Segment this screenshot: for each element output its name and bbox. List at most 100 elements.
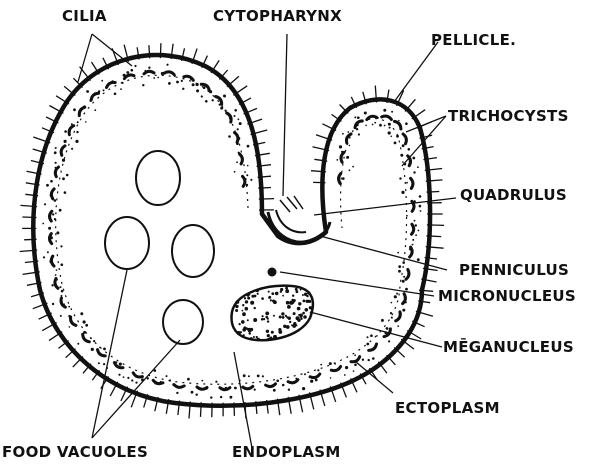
granule — [388, 123, 391, 126]
trichocyst — [50, 211, 52, 221]
granule — [157, 77, 159, 79]
granule — [402, 261, 405, 264]
granule — [304, 373, 306, 375]
meganucleus-stipple — [289, 321, 291, 323]
meganucleus-stipple — [292, 324, 296, 328]
granule — [365, 125, 367, 127]
granule — [48, 227, 51, 230]
granule — [64, 130, 67, 133]
meganucleus-stipple — [253, 336, 255, 338]
label-micronucleus: MICRONUCLEUS — [438, 287, 576, 305]
cilium — [427, 192, 440, 193]
granule — [131, 379, 133, 381]
granule — [396, 293, 398, 295]
granule — [292, 382, 294, 384]
meganucleus-stipple — [268, 296, 271, 299]
trichocyst — [235, 133, 238, 143]
granule — [172, 383, 175, 386]
micronucleus — [268, 268, 277, 277]
granule — [91, 348, 94, 351]
granule — [230, 396, 233, 399]
granule — [237, 137, 240, 140]
granule — [191, 391, 194, 394]
meganucleus-stipple — [253, 318, 257, 322]
meganucleus-stipple — [282, 316, 285, 319]
trichocyst — [107, 82, 116, 87]
granule — [302, 387, 305, 390]
granule — [225, 110, 227, 112]
granule — [357, 116, 360, 119]
meganucleus-stipple — [265, 316, 268, 319]
label-penniculus: PENNICULUS — [459, 261, 569, 279]
granule — [356, 128, 358, 130]
granule — [80, 312, 83, 315]
granule — [347, 131, 349, 133]
granule — [51, 242, 53, 244]
cilium — [427, 225, 444, 226]
granule — [69, 326, 71, 328]
granule — [394, 142, 397, 145]
granule — [187, 378, 190, 381]
granule — [388, 131, 391, 134]
meganucleus-stipple — [236, 305, 238, 307]
cilium — [24, 239, 36, 240]
meganucleus-stipple — [263, 318, 265, 320]
granule — [52, 303, 54, 305]
trichocyst — [310, 374, 320, 378]
granule — [101, 80, 103, 82]
trichocyst — [351, 357, 360, 362]
meganucleus-stipple — [242, 304, 244, 306]
granule — [196, 394, 198, 396]
granule — [234, 171, 236, 173]
label-meganucleus: MĒGANUCLEUS — [443, 336, 574, 356]
granule — [73, 108, 76, 111]
meganucleus-stipple — [303, 315, 307, 319]
granule — [383, 109, 386, 112]
cilium — [160, 43, 161, 58]
trichocyst — [243, 176, 245, 186]
granule — [362, 359, 364, 361]
granule — [358, 133, 360, 135]
granule — [310, 380, 313, 383]
granule — [295, 378, 297, 380]
meganucleus-stipple — [271, 331, 274, 334]
meganucleus-stipple — [267, 334, 270, 337]
trichocyst — [91, 93, 98, 100]
meganucleus-stipple — [295, 288, 298, 291]
granule — [282, 384, 285, 387]
granule — [374, 122, 376, 124]
meganucleus-stipple — [278, 330, 282, 334]
granule — [121, 82, 123, 84]
granule — [61, 263, 64, 266]
meganucleus-stipple — [244, 297, 246, 299]
granule — [405, 122, 408, 125]
meganucleus-stipple — [305, 308, 309, 312]
granule — [234, 109, 237, 112]
meganucleus-stipple — [293, 312, 296, 315]
granule — [44, 203, 46, 205]
meganucleus-stipple — [267, 320, 269, 322]
granule — [400, 154, 403, 157]
granule — [396, 135, 399, 138]
meganucleus-stipple — [285, 315, 287, 317]
granule — [391, 136, 393, 138]
granule — [342, 133, 344, 135]
food-vacuole — [163, 300, 203, 344]
granule — [288, 389, 290, 391]
granule — [403, 276, 405, 278]
granule — [66, 174, 69, 177]
granule — [412, 239, 414, 241]
granule — [98, 90, 100, 92]
granule — [398, 120, 400, 122]
granule — [236, 142, 239, 145]
granule — [201, 380, 203, 382]
granule — [391, 302, 393, 304]
granule — [62, 177, 65, 180]
meganucleus-stipple — [308, 300, 311, 303]
granule — [220, 107, 223, 110]
granule — [52, 213, 54, 215]
meganucleus-stipple — [297, 319, 300, 322]
granule — [148, 67, 150, 69]
meganucleus-stipple — [239, 323, 241, 325]
label-ectoplasm: ECTOPLASM — [395, 399, 500, 417]
